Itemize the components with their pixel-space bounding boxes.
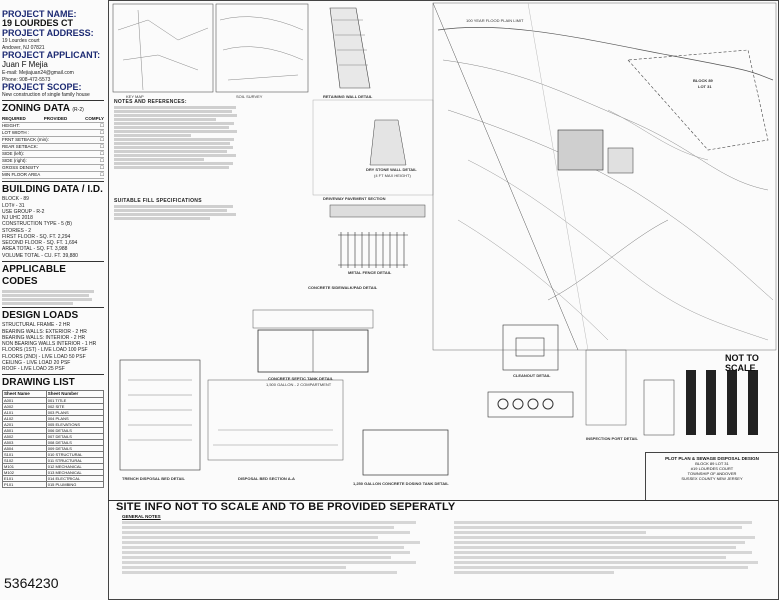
applicant-label: PROJECT APPLICANT: bbox=[2, 49, 101, 60]
notes-block: NOTES AND REFERENCES: SUITABLE FILL SPEC… bbox=[114, 100, 242, 290]
block-label: BLOCK 89 bbox=[693, 78, 713, 83]
scope-label: PROJECT SCOPE: bbox=[2, 81, 82, 92]
concrete-sidewalk-label: CONCRETE SIDEWALK/PAD DETAIL bbox=[308, 285, 378, 290]
phone: Phone: 908-472-5573 bbox=[2, 76, 51, 83]
loads-row: BEARING WALLS: INTERIOR - 2 HR bbox=[2, 334, 86, 341]
loads-row: NON BEARING WALLS INTERIOR - 1 HR bbox=[2, 341, 97, 348]
loads-row: CEILING - LIVE LOAD 20 PSF bbox=[2, 359, 71, 366]
zoning-row: HEIGHT:☐ bbox=[2, 122, 104, 130]
septic-tank-label: CONCRETE SEPTIC TANK DETAIL bbox=[268, 376, 334, 381]
drawing-linework bbox=[112, 2, 777, 476]
project-info-column: PROJECT NAME: 19 LOURDES CT PROJECT ADDR… bbox=[0, 8, 106, 588]
zoning-row: MIN FLOOR AREA☐ bbox=[2, 171, 104, 179]
sheet-number-cell: 015 PLUMBING bbox=[45, 480, 105, 488]
title-block-line: #19 LOURDES COURT bbox=[690, 466, 734, 471]
project-name-label: PROJECT NAME: bbox=[2, 9, 77, 19]
building-row: LOT# - 31 bbox=[2, 202, 25, 209]
building-row: USE GROUP - R-2 bbox=[2, 208, 45, 215]
building-row: SECOND FLOOR - SQ. FT. 1,694 bbox=[2, 240, 78, 247]
cleanout-label: CLEANOUT DETAIL bbox=[513, 373, 551, 378]
loads-section: DESIGN LOADS STRUCTURAL FRAME - 2 HR BEA… bbox=[2, 306, 104, 373]
lot-label: LOT 31 bbox=[698, 84, 712, 89]
retaining-wall-label: RETAINING WALL DETAIL bbox=[323, 94, 373, 99]
address-line2: Andover, NJ 07821 bbox=[2, 44, 45, 51]
site-info-section: SITE INFO NOT TO SCALE AND TO BE PROVIDE… bbox=[108, 500, 779, 601]
drawing-list-header: Sheet Name bbox=[2, 389, 47, 398]
site-info-title: SITE INFO NOT TO SCALE AND TO BE PROVIDE… bbox=[116, 501, 456, 513]
loads-row: BEARING WALLS: EXTERIOR - 2 HR bbox=[2, 328, 87, 335]
dry-stone-label: DRY STONE WALL DETAIL bbox=[366, 167, 417, 172]
building-row: NJ UHC 2018 bbox=[2, 215, 33, 222]
project-address-label: PROJECT ADDRESS: bbox=[2, 27, 94, 38]
scope: New construction of single family house bbox=[2, 92, 90, 99]
zoning-row: FRNT SETBACK (min):☐ bbox=[2, 136, 104, 144]
title-block-line: TOWNSHIP OF ANDOVER bbox=[687, 471, 737, 476]
drawing-area: KEY MAP SOIL SURVEY RETAINING WALL DETAI… bbox=[108, 0, 779, 600]
zoning-row: GROSS DENSITY☐ bbox=[2, 164, 104, 172]
email: E-mail: Mejiajuan24@gmail.com bbox=[2, 70, 74, 77]
loads-row: FLOORS (1ST) - LIVE LOAD 100 PSF bbox=[2, 347, 88, 354]
disposal-bed-label: TRENCH DISPOSAL BED DETAIL bbox=[122, 476, 185, 481]
loads-row: FLOORS (2ND) - LIVE LOAD 50 PSF bbox=[2, 353, 86, 360]
drawing-list-title: DRAWING LIST bbox=[2, 374, 104, 390]
building-row: BLOCK - 89 bbox=[2, 196, 29, 203]
dry-stone-sub: (4 FT MAX HEIGHT) bbox=[374, 173, 411, 178]
loads-row: ROOF - LIVE LOAD 25 PSF bbox=[2, 366, 65, 373]
general-notes-title: GENERAL NOTES bbox=[122, 514, 161, 519]
flood-plain-label: 100 YEAR FLOOD PLAIN LIMIT bbox=[466, 18, 524, 23]
zoning-row: LOT WIDTH :☐ bbox=[2, 129, 104, 137]
disposal-section-label: DISPOSAL BED SECTION A-A bbox=[238, 476, 295, 481]
address-line1: 19 Lourdes court bbox=[2, 38, 40, 45]
zoning-title: ZONING DATA (R-2) bbox=[2, 100, 104, 116]
notes-title: NOTES AND REFERENCES: bbox=[114, 99, 187, 105]
loads-title: DESIGN LOADS bbox=[2, 306, 104, 323]
dosing-tank-label: 1,250 GALLON CONCRETE DOSING TANK DETAIL bbox=[353, 481, 449, 486]
general-notes-right bbox=[454, 519, 774, 576]
building-row: CONSTRUCTION TYPE - 5 (B) bbox=[2, 221, 72, 228]
septic-sub: 1,500 GALLON - 2 COMPARTMENT bbox=[266, 382, 332, 387]
title-block: PLOT PLAN & SEWAGE DISPOSAL DESIGN BLOCK… bbox=[645, 452, 778, 501]
notes-lines bbox=[114, 106, 242, 169]
metal-fence-label: METAL FENCE DETAIL bbox=[348, 270, 392, 275]
building-title: BUILDING DATA / I.D. bbox=[2, 180, 104, 197]
title-block-line: BLOCK 89 LOT 31 bbox=[695, 461, 729, 466]
key-map-label: KEY MAP bbox=[126, 94, 144, 99]
title-block-line: SUSSEX COUNTY NEW JERSEY bbox=[681, 476, 743, 481]
driveway-label: DRIVEWAY PAVEMENT SECTION bbox=[323, 196, 386, 201]
building-section: BUILDING DATA / I.D. BLOCK - 89 LOT# - 3… bbox=[2, 180, 104, 259]
inspection-label: INSPECTION PORT DETAIL bbox=[586, 436, 638, 441]
zoning-row: SIDE (left):☐ bbox=[2, 150, 104, 158]
not-to-scale-label: NOT TO SCALE bbox=[725, 353, 759, 373]
listing-id: 5364230 bbox=[4, 575, 59, 591]
codes-section: APPLICABLE CODES bbox=[2, 260, 104, 305]
fill-specs-label: SUITABLE FILL SPECIFICATIONS bbox=[114, 198, 202, 204]
building-row: VOLUME TOTAL - CU. FT. 39,880 bbox=[2, 252, 78, 259]
project-name: 19 LOURDES CT bbox=[2, 18, 74, 29]
zoning-row: REAR SETBACK:☐ bbox=[2, 143, 104, 151]
loads-row: STRUCTURAL FRAME - 2 HR bbox=[2, 322, 71, 329]
building-row: FIRST FLOOR - SQ. FT. 2,294 bbox=[2, 233, 71, 240]
codes-title: APPLICABLE CODES bbox=[2, 260, 104, 289]
sheet-name-cell: P101 bbox=[2, 480, 47, 488]
general-notes-left bbox=[122, 519, 442, 576]
title-block-title: PLOT PLAN & SEWAGE DISPOSAL DESIGN bbox=[665, 456, 759, 461]
building-row: AREA TOTAL - SQ. FT. 3,988 bbox=[2, 246, 68, 253]
applicant-name: Juan F Mejia bbox=[2, 60, 48, 70]
building-row: STORIES - 2 bbox=[2, 227, 32, 234]
soil-survey-label: SOIL SURVEY bbox=[236, 94, 263, 99]
drawing-list-header: Sheet Number bbox=[45, 389, 105, 398]
drawing-list-section: DRAWING LIST Sheet Name Sheet Number A00… bbox=[2, 374, 105, 488]
zoning-row: SIDE (right):☐ bbox=[2, 157, 104, 165]
